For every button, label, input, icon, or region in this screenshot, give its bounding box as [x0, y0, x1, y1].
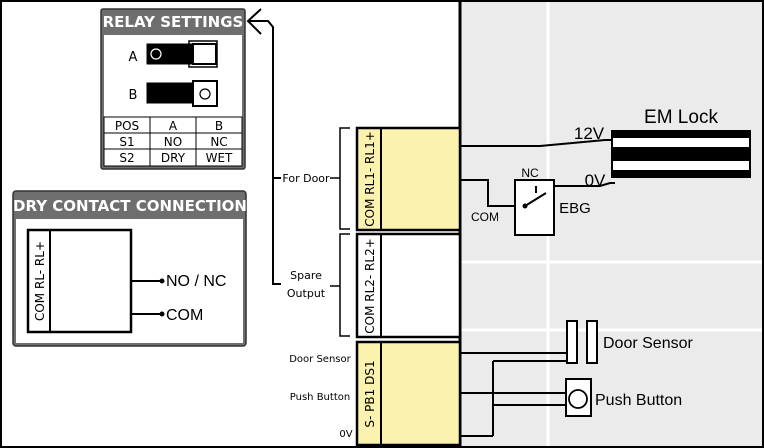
ebg-relay — [514, 179, 555, 236]
table-cell-s1-a: NO — [164, 135, 182, 149]
relay-settings-title: RELAY SETTINGS — [103, 13, 244, 31]
relay-settings-panel: RELAY SETTINGS A B POS A B S1 NO — [100, 8, 246, 170]
left-push-button-label: Push Button — [290, 392, 350, 403]
terminal-block-rl2: COM RL2- RL2+ — [355, 232, 462, 339]
door-sensor — [566, 320, 598, 364]
door-sensor-label: Door Sensor — [603, 335, 693, 352]
em-lock-label: EM Lock — [644, 107, 718, 128]
em-lock — [611, 130, 751, 178]
no-nc-label: NO / NC — [166, 273, 226, 290]
terminal-block-rl1: COM RL1- RL1+ — [355, 126, 462, 232]
switch-b-label: B — [129, 88, 138, 103]
dip-switch-b[interactable] — [146, 80, 218, 107]
door-sensor-wires — [460, 352, 576, 437]
table-header-b: B — [215, 119, 223, 133]
output-label: Output — [287, 287, 326, 300]
relay-settings-table — [103, 116, 243, 167]
dry-contact-terminal — [26, 228, 133, 334]
left-door-sensor-label: Door Sensor — [289, 354, 351, 365]
terminal-ds-pb-label: S- PB1 DS1 — [363, 360, 377, 427]
left-0v-label: 0V — [339, 429, 352, 440]
table-header-a: A — [169, 119, 178, 133]
push-button — [565, 378, 592, 417]
zero-v-lock-label: 0V — [585, 171, 606, 190]
table-cell-s2-pos: S2 — [119, 151, 134, 165]
table-cell-s1-b: NC — [210, 135, 227, 149]
terminal-block-ds-pb: S- PB1 DS1 — [355, 340, 462, 447]
table-cell-s1-pos: S1 — [119, 135, 134, 149]
brackets — [330, 127, 350, 337]
terminal-rl1-label: COM RL1- RL1+ — [363, 131, 377, 227]
push-button-label: Push Button — [595, 392, 682, 409]
for-door-label: For Door — [282, 172, 330, 185]
com-wire-end — [159, 311, 165, 317]
dry-contact-terminal-label: COM RL- RL+ — [33, 241, 47, 321]
dip-switch-a[interactable] — [146, 40, 218, 68]
controller-panel-background — [460, 0, 764, 448]
twelve-v-label: 12V — [574, 124, 605, 143]
table-cell-s2-a: DRY — [161, 151, 186, 165]
table-cell-s2-b: WET — [206, 151, 233, 165]
terminal-rl2-label: COM RL2- RL2+ — [363, 238, 377, 334]
spare-label: Spare — [290, 269, 322, 282]
relay-settings-table-text: POS A B S1 NO NC S2 DRY WET — [115, 119, 233, 165]
com-device-label: COM — [471, 210, 499, 224]
no-nc-wire-end — [159, 278, 165, 284]
relay-pointer — [246, 8, 281, 285]
switch-a-label: A — [129, 50, 138, 65]
dry-contact-panel: DRY CONTACT CONNECTION COM RL- RL+ NO / … — [12, 190, 247, 347]
table-header-pos: POS — [115, 119, 139, 133]
dry-contact-title: DRY CONTACT CONNECTION — [13, 197, 247, 215]
dry-contact-com-label: COM — [166, 307, 203, 324]
ebg-label: EBG — [559, 200, 591, 217]
nc-label: NC — [521, 166, 539, 180]
